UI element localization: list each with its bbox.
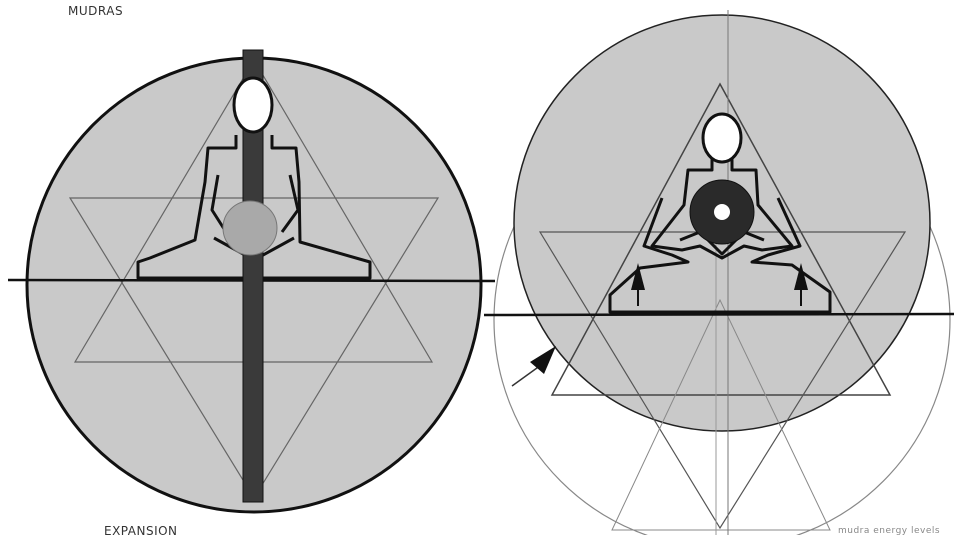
left-diagram — [8, 50, 495, 512]
caption-bottom-left: EXPANSION — [104, 524, 178, 538]
right-center-disc-core — [714, 204, 730, 220]
left-head — [234, 78, 272, 132]
left-center-disc — [223, 201, 277, 255]
caption-top-left: MUDRAS — [68, 4, 123, 18]
right-horizon-line — [484, 314, 954, 315]
right-diagram — [484, 10, 954, 535]
right-head — [703, 114, 741, 162]
